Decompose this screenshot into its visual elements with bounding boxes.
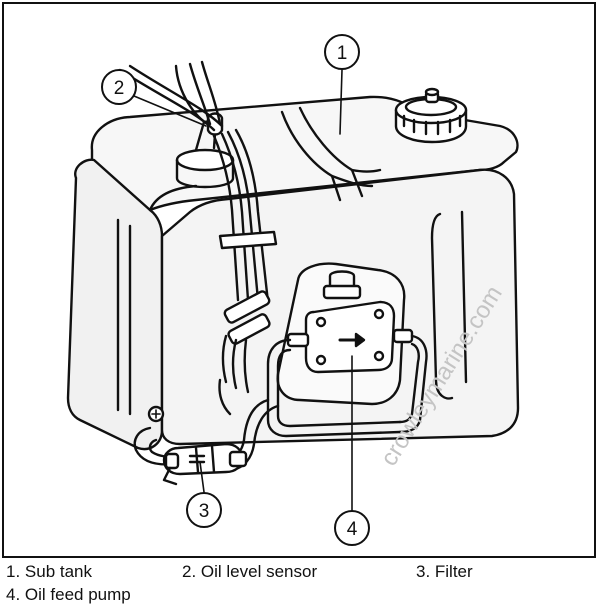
oil-tank-diagram: 1 2 3 4 crowleymarine.com (66, 34, 520, 546)
callout-circles (101, 34, 370, 546)
callout-4: 4 (347, 519, 358, 540)
filter (162, 442, 248, 486)
filler-cap (394, 87, 468, 144)
legend-item-oil-feed-pump: 4. Oil feed pump (6, 585, 131, 604)
drain-plug (147, 405, 165, 423)
oil-hoses (133, 334, 428, 472)
legend-item-oil-level-sensor: 2. Oil level sensor (182, 562, 318, 581)
legend-item-filter: 3. Filter (416, 562, 473, 581)
callout-2: 2 (114, 78, 125, 99)
callout-1: 1 (337, 43, 348, 64)
callout-3: 3 (199, 501, 210, 522)
oil-feed-pump (276, 262, 414, 406)
legend-item-sub-tank: 1. Sub tank (6, 562, 93, 581)
leader-lines (133, 69, 353, 513)
